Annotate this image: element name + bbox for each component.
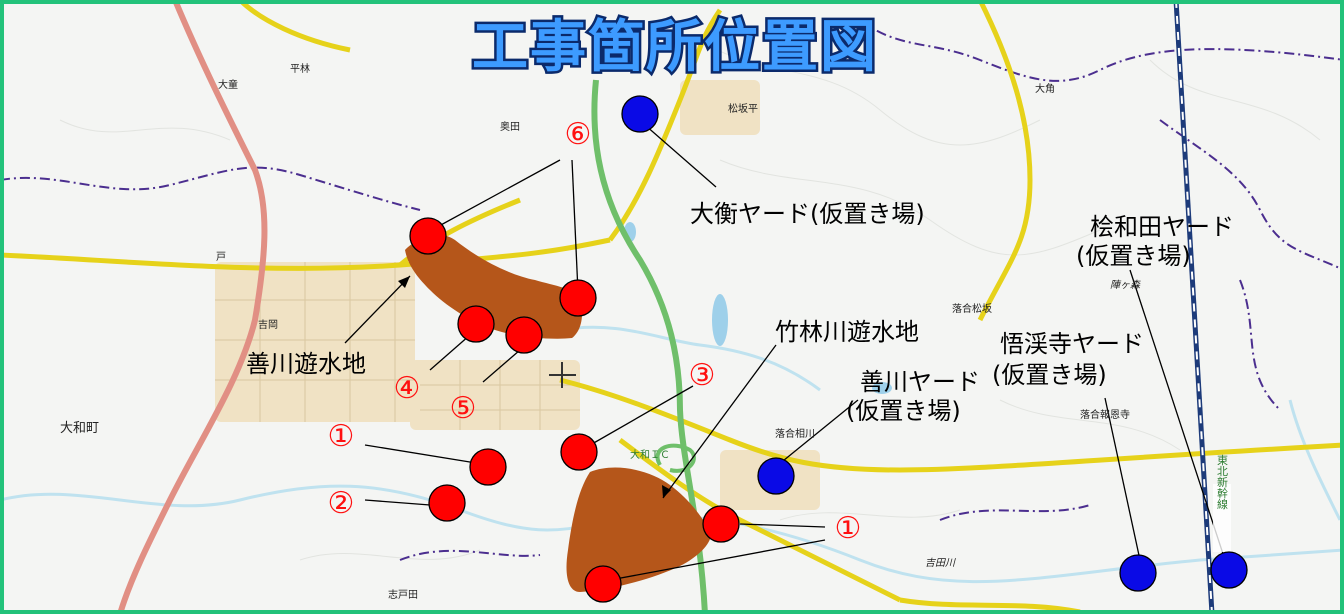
label-daikou-yard: 大衡ヤード(仮置き場) bbox=[690, 200, 925, 228]
town-grid bbox=[215, 262, 580, 430]
town-blocks bbox=[215, 80, 820, 510]
marker-site-6b bbox=[559, 279, 597, 317]
leader-lines bbox=[344, 124, 1226, 581]
place-ochiai-matsuzaka: 落合松坂 bbox=[952, 302, 992, 315]
number-1-left: ① bbox=[328, 419, 355, 454]
number-2: ② bbox=[328, 486, 355, 521]
takebayashi-retention-pond bbox=[566, 467, 711, 592]
arrow-head-takebayashi bbox=[662, 485, 671, 498]
number-6: ⑥ bbox=[565, 117, 592, 152]
number-3: ③ bbox=[689, 358, 716, 393]
place-hirabayashi: 平林 bbox=[290, 62, 310, 75]
label-kaiwada-yard-line1: 桧和田ヤード bbox=[1090, 213, 1234, 241]
place-jingamori: 陣ヶ森 bbox=[1110, 279, 1141, 291]
arrow-head-zenkawa bbox=[398, 276, 410, 288]
label-zenkawa-yard-line1: 善川ヤード bbox=[860, 368, 980, 396]
place-yamato-ic: 大和ＩＣ bbox=[630, 448, 670, 461]
label-gokeiji-yard-line1: 悟渓寺ヤード bbox=[1000, 330, 1144, 358]
storage-yard-markers bbox=[621, 95, 1248, 592]
shinkansen-line bbox=[1173, 0, 1215, 614]
marker-gokeiji-yard bbox=[1119, 554, 1157, 592]
site-number-labels: ⑥ ④ ⑤ ③ ① ② ① bbox=[328, 117, 862, 546]
shinkansen-label: 東北新幹線 bbox=[1213, 454, 1231, 552]
place-okuda: 奥田 bbox=[500, 120, 520, 133]
place-shinkansen: 東北新幹線 bbox=[1216, 454, 1229, 509]
number-4: ④ bbox=[394, 371, 421, 406]
place-okado: 大角 bbox=[1035, 82, 1055, 95]
marker-site-1a bbox=[469, 448, 507, 486]
map-title: 工事箇所位置図 bbox=[472, 15, 878, 80]
marker-zenkawa-yard bbox=[757, 457, 795, 495]
label-zenkawa-yard-line2: (仮置き場) bbox=[846, 397, 961, 425]
marker-site-1c bbox=[584, 565, 622, 603]
rivers bbox=[0, 325, 1344, 584]
number-1-right: ① bbox=[835, 511, 862, 546]
map-center-crosshair bbox=[549, 362, 576, 388]
label-takebayashi-pond: 竹林川遊水地 bbox=[775, 318, 919, 346]
number-5: ⑤ bbox=[450, 391, 477, 426]
label-gokeiji-yard-line2: (仮置き場) bbox=[992, 361, 1107, 389]
place-yamatomachi: 大和町 bbox=[60, 421, 99, 436]
place-ochiai-houonji: 落合報恩寺 bbox=[1080, 408, 1130, 421]
marker-site-3 bbox=[560, 433, 598, 471]
marker-site-1b bbox=[702, 505, 740, 543]
place-odo: 大童 bbox=[218, 78, 238, 91]
marker-site-2 bbox=[428, 484, 466, 522]
work-site-markers bbox=[409, 217, 740, 603]
place-matsuzakadai: 松坂平 bbox=[728, 102, 758, 115]
expressway bbox=[591, 79, 708, 614]
admin-boundaries bbox=[0, 19, 1344, 561]
place-yoshioka: 吉岡 bbox=[258, 319, 278, 331]
marker-daikou-yard bbox=[621, 95, 659, 133]
place-names: 平林 大童 奥田 松坂平 大角 戸 吉岡 大和町 落合松坂 陣ヶ森 落合報恩寺 … bbox=[60, 62, 1141, 601]
place-yoshidagawa: 吉田川 bbox=[925, 557, 956, 569]
terrain-contours bbox=[59, 39, 1321, 561]
label-kaiwada-yard-line2: (仮置き場) bbox=[1076, 242, 1191, 270]
callout-labels: 大衡ヤード(仮置き場) 桧和田ヤード (仮置き場) 悟渓寺ヤード (仮置き場) … bbox=[246, 200, 1234, 425]
marker-site-5 bbox=[505, 316, 543, 354]
zenkawa-retention-pond bbox=[405, 234, 583, 339]
national-route bbox=[117, 0, 268, 614]
place-shitoda: 志戸田 bbox=[388, 588, 418, 601]
marker-site-6a bbox=[409, 217, 447, 255]
place-ochiai-aikawa: 落合相川 bbox=[775, 427, 815, 440]
marker-site-4 bbox=[457, 305, 495, 343]
label-zenkawa-pond: 善川遊水地 bbox=[246, 350, 366, 378]
place-to: 戸 bbox=[216, 251, 226, 263]
marker-kaiwada-yard bbox=[1210, 551, 1248, 589]
